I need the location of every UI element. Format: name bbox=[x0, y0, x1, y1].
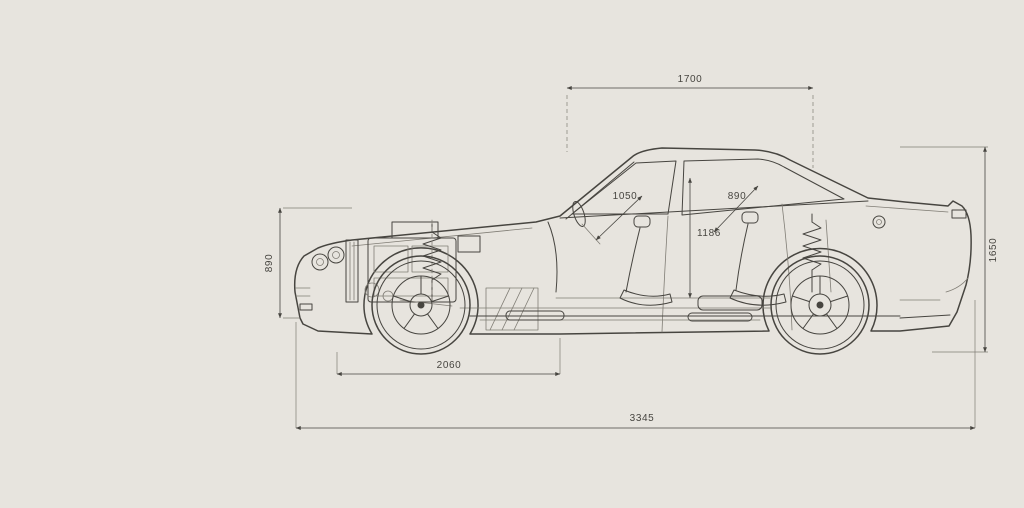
front-side-window bbox=[571, 160, 677, 215]
front-door-edge bbox=[661, 215, 669, 333]
dim-roof-span-value: 1700 bbox=[678, 74, 703, 85]
car-drawing bbox=[293, 147, 972, 355]
beltline bbox=[559, 200, 869, 219]
dim-cabin-diagonal-rear-value: 890 bbox=[728, 191, 747, 202]
dim-overall-length: 3345 bbox=[295, 300, 976, 430]
dim-cabin-diagonal-front: 1050 bbox=[595, 191, 643, 241]
dim-roof-span: 1700 bbox=[566, 74, 814, 168]
drivetrain bbox=[459, 295, 951, 322]
hood-cut-line bbox=[351, 227, 533, 247]
rear-door-edge bbox=[781, 203, 793, 331]
rear-wheel bbox=[770, 255, 870, 355]
dim-front-height: 890 bbox=[264, 207, 352, 319]
dim-cabin-diagonal-front-value: 1050 bbox=[613, 191, 638, 202]
dim-cabin-height-value: 1186 bbox=[697, 228, 721, 239]
rear-side-window bbox=[681, 158, 845, 216]
dim-cabin-height: 1186 bbox=[688, 177, 721, 299]
car-body-outline bbox=[293, 147, 972, 335]
cabin-interior bbox=[547, 201, 787, 306]
rear-suspension bbox=[802, 213, 832, 293]
dim-overall-length-value: 3345 bbox=[630, 413, 655, 424]
dimension-annotations: 1700 890 1650 1050 1186 890 bbox=[264, 74, 999, 430]
dim-front-height-value: 890 bbox=[264, 254, 275, 273]
dim-overall-height-value: 1650 bbox=[988, 238, 999, 263]
dim-front-section-length: 2060 bbox=[336, 338, 561, 376]
sill-hatch bbox=[485, 287, 539, 331]
front-fascia bbox=[295, 246, 345, 311]
dim-front-section-length-value: 2060 bbox=[437, 360, 462, 371]
dim-cabin-diagonal-rear: 890 bbox=[713, 185, 759, 233]
dim-overall-height: 1650 bbox=[900, 146, 999, 353]
rear-details bbox=[865, 205, 969, 301]
front-wheel bbox=[371, 255, 471, 355]
